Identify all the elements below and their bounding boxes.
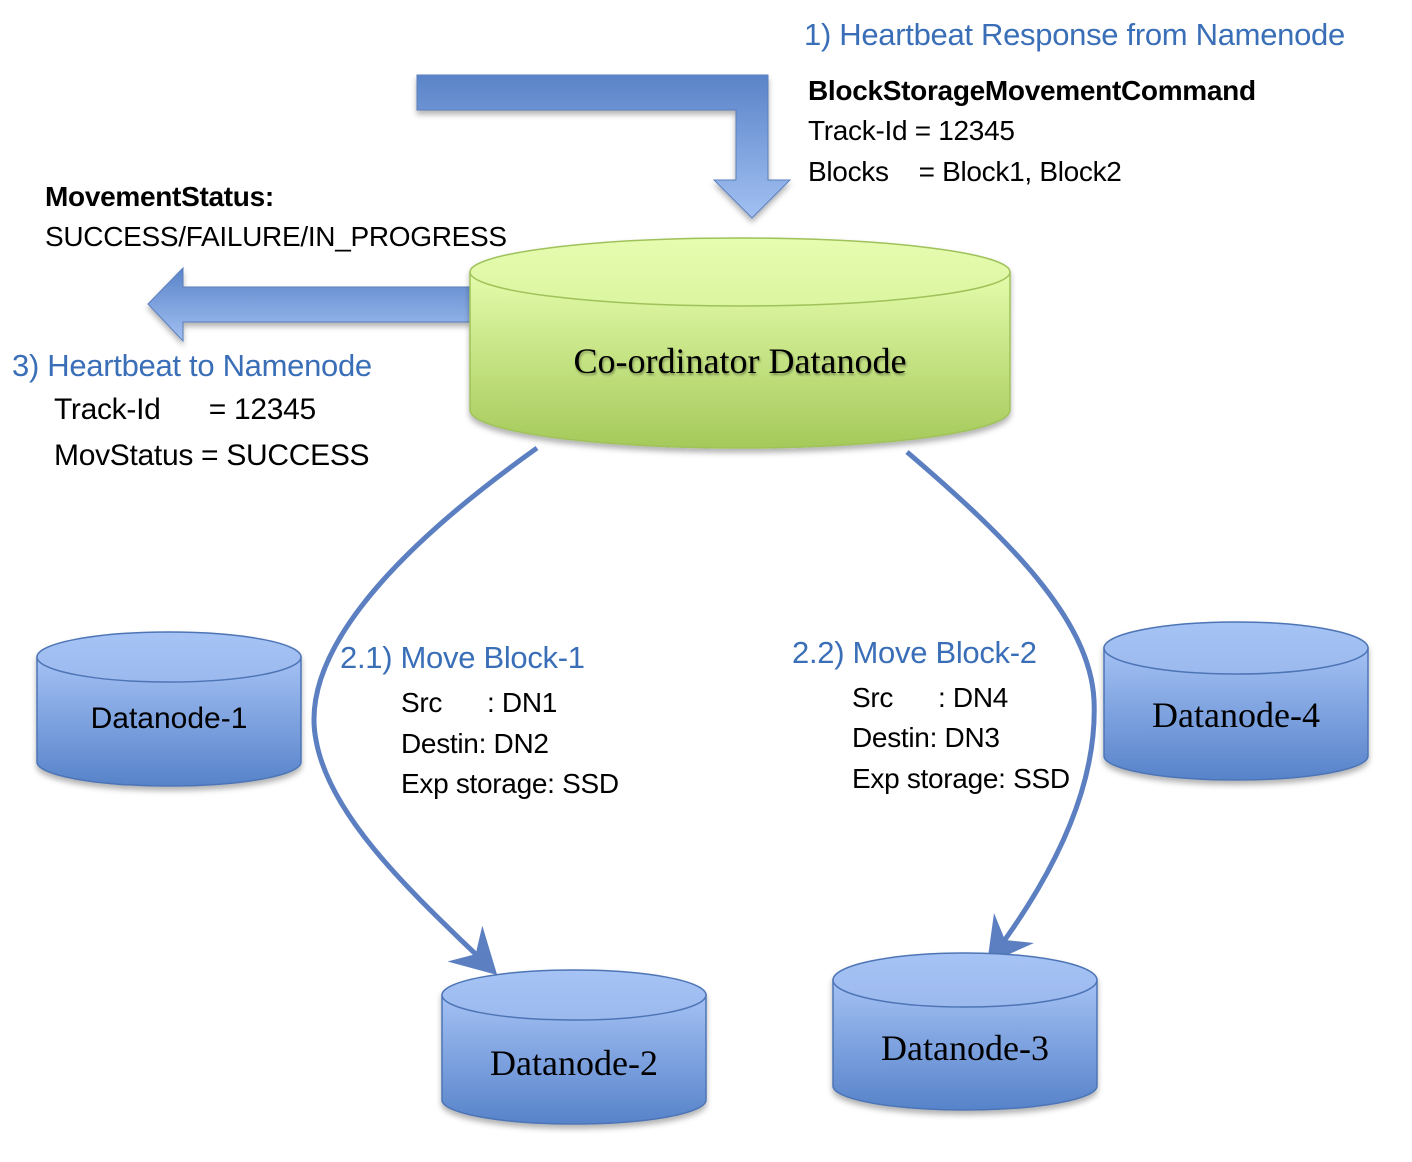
move-block-2-connector [905, 450, 1097, 965]
step3-heading: 3) Heartbeat to Namenode [12, 348, 372, 383]
coordinator-datanode-cylinder [469, 237, 1011, 449]
datanode-2-label: Datanode-2 [490, 1043, 658, 1083]
datanode-1-cylinder [36, 631, 302, 787]
step3-track-id: Track-Id = 12345 [54, 393, 316, 426]
move-block-1-connector [311, 445, 539, 975]
coordinator-datanode-label: Co-ordinator Datanode [573, 341, 907, 381]
command-title: BlockStorageMovementCommand [808, 75, 1256, 106]
datanode-4-label: Datanode-4 [1152, 695, 1320, 735]
step2-2-src: Src : DN4 [852, 682, 1009, 713]
datanode-2-cylinder [441, 969, 707, 1125]
command-track-id: Track-Id = 12345 [808, 115, 1015, 146]
movement-status-title: MovementStatus: [45, 181, 274, 212]
step2-2-storage: Exp storage: SSD [852, 763, 1070, 794]
movement-status-values: SUCCESS/FAILURE/IN_PROGRESS [45, 221, 507, 252]
step2-1-destin: Destin: DN2 [401, 728, 549, 759]
step2-1-heading: 2.1) Move Block-1 [340, 640, 585, 675]
datanode-1-label: Datanode-1 [90, 702, 248, 735]
step2-2-destin: Destin: DN3 [852, 722, 1000, 753]
heartbeat-to-namenode-arrow [147, 266, 471, 343]
datanode-3-label: Datanode-3 [881, 1028, 1049, 1068]
step2-2-heading: 2.2) Move Block-2 [792, 635, 1037, 670]
datanode-3-cylinder [832, 952, 1098, 1111]
step2-1-src: Src : DN1 [401, 687, 558, 718]
step3-mov-status: MovStatus = SUCCESS [54, 439, 370, 472]
heartbeat-response-arrow [416, 74, 792, 219]
command-blocks: Blocks = Block1, Block2 [808, 156, 1122, 187]
datanode-4-cylinder [1103, 621, 1369, 781]
step2-1-storage: Exp storage: SSD [401, 768, 619, 799]
step1-heading: 1) Heartbeat Response from Namenode [804, 17, 1345, 52]
